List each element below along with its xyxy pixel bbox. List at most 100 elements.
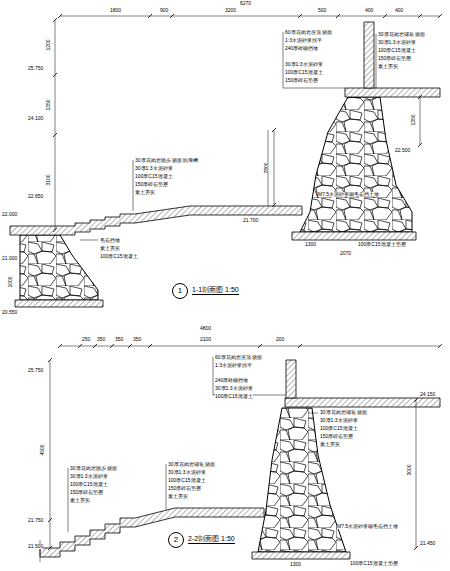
dimension-tick: [438, 344, 442, 348]
dimension-line: [60, 346, 440, 347]
drawing-note: 240厚砖砌挡墙: [215, 378, 248, 383]
drawing-note: 3000: [407, 464, 412, 475]
dimension-line: [133, 160, 134, 211]
drawing-note: 3100: [46, 174, 51, 185]
drawing-note: 100厚C15混凝土垫层: [358, 242, 406, 247]
drawing-note: 500: [318, 8, 326, 13]
drawing-note: 30厚花岗岩铺装 烧面: [320, 410, 367, 415]
drawing-note: 1:3水泥砂浆找平: [215, 363, 252, 368]
drawing-note: 1:3水泥砂浆找平: [285, 38, 322, 43]
drawing-note: 素土夯实: [378, 64, 398, 69]
drawing-note: M7.5水泥砂浆砌毛石挡土墙: [337, 524, 398, 529]
drawing-note: 60厚花岗岩压顶 烧面: [285, 30, 332, 35]
dimension-line: [308, 413, 318, 414]
drawing-note: M7.5水泥砂浆砌毛石挡土墙: [318, 192, 379, 197]
drawing-note: 1350: [411, 114, 416, 125]
drawing-note: 素土夯实: [100, 246, 120, 251]
drawing-note: 21.750: [28, 518, 43, 523]
dimension-tick: [148, 14, 152, 18]
drawing-note: 30厚1:3水泥砂浆: [285, 62, 323, 67]
drawing-note: 素土夯实: [320, 442, 340, 447]
drawing-note: 150厚碎石垫层: [378, 56, 411, 61]
drawing-note: 素土夯实: [168, 494, 188, 499]
drawing-note: 毛石挡墙: [100, 238, 120, 243]
dimension-tick: [110, 344, 114, 348]
drawing-note: 100厚C15混凝土: [285, 70, 323, 75]
dimension-tick: [383, 14, 387, 18]
dimension-tick: [48, 546, 52, 550]
callout-number: 2: [168, 532, 184, 548]
drawing-note: 1300: [305, 242, 316, 247]
drawing-note: 21.700: [243, 218, 258, 223]
drawing-note: 25.750: [28, 368, 43, 373]
dimension-tick: [298, 14, 302, 18]
drawing-note: 100厚C15混凝土: [320, 426, 358, 431]
dimension-tick: [272, 203, 276, 207]
dimension-line: [274, 130, 275, 205]
drawing-note: 350: [115, 337, 123, 342]
drawing-note: 30厚花岗岩踏步 烧面 防滑槽: [135, 158, 198, 163]
drawing-note: 24.150: [420, 392, 435, 397]
dimension-tick: [170, 14, 174, 18]
paving-layer: [252, 552, 350, 559]
drawing-note: 150厚碎石垫层: [320, 434, 353, 439]
dimension-tick: [48, 358, 52, 362]
dimension-tick: [78, 344, 82, 348]
drawing-note: 150厚碎石垫层: [285, 78, 318, 83]
drawing-note: 100厚C15混凝土: [168, 478, 206, 483]
dimension-tick: [258, 344, 262, 348]
dimension-tick: [336, 14, 340, 18]
drawing-note: 100厚C15混凝土: [215, 394, 253, 399]
drawing-note: 22.500: [395, 148, 410, 153]
section-callout: 22-2剖面图 1:50: [168, 532, 186, 550]
drawing-note: 30厚1:3水泥砂浆: [378, 40, 416, 45]
drawing-note: 30厚花岗岩踏步 烧面: [70, 466, 117, 471]
drawing-note: 30厚1:3水泥砂浆: [215, 386, 253, 391]
drawing-note: 240厚砖砌挡墙: [285, 46, 318, 51]
drawing-note: 30厚1:3水泥砂浆: [168, 470, 206, 475]
paving-layer: [285, 398, 440, 407]
drawing-note: 21.500: [28, 544, 43, 549]
drawing-note: 400: [395, 8, 403, 13]
dimension-tick: [272, 128, 276, 132]
dimension-tick: [48, 518, 52, 522]
drawing-note: 4800: [200, 326, 211, 331]
drawing-note: 100厚C15混凝土: [100, 254, 138, 259]
paving-layer: [364, 22, 374, 88]
drawing-note: 3200: [225, 8, 236, 13]
section-title: 1-1剖面图 1:50: [192, 286, 239, 295]
drawing-note: 25.750: [28, 66, 43, 71]
dimension-line: [55, 20, 56, 230]
drawing-note: 1350: [46, 99, 51, 110]
drawing-note: 900: [160, 8, 168, 13]
drawing-note: 30厚花岗岩铺装 烧面: [378, 32, 425, 37]
drawing-note: 150厚碎石垫层: [168, 486, 201, 491]
dimension-line: [166, 464, 167, 510]
drawing-note: 22.650: [28, 194, 43, 199]
drawing-note: 2100: [200, 337, 211, 342]
dimension-tick: [93, 344, 97, 348]
drawing-note: 30厚1:3水泥砂浆: [320, 418, 358, 423]
dimension-line: [80, 240, 98, 241]
paving-layer: [345, 88, 440, 97]
drawing-note: 1300: [290, 562, 301, 567]
drawing-note: 60厚花岗岩压顶 烧面: [215, 355, 262, 360]
drawing-note: 20.550: [2, 310, 17, 315]
drawing-note: 150厚碎石垫层: [70, 490, 103, 495]
dimension-line: [60, 16, 440, 17]
dimension-tick: [53, 133, 57, 137]
dimension-tick: [418, 95, 422, 99]
drawing-note: 2800: [264, 162, 269, 173]
dimension-tick: [298, 344, 302, 348]
drawing-note: 100厚C15混凝土: [135, 174, 173, 179]
drawing-note: 30厚1:3水泥砂浆: [70, 474, 108, 479]
paving-layer: [15, 300, 103, 307]
section-title: 2-2剖面图 1:50: [188, 535, 235, 544]
dimension-tick: [414, 546, 418, 550]
drawing-note: 150厚碎石垫层: [135, 182, 168, 187]
paving-layer: [286, 360, 296, 398]
dimension-line: [376, 34, 377, 88]
dimension-tick: [58, 14, 62, 18]
dimension-tick: [128, 344, 132, 348]
rubble-wall: [300, 97, 412, 232]
